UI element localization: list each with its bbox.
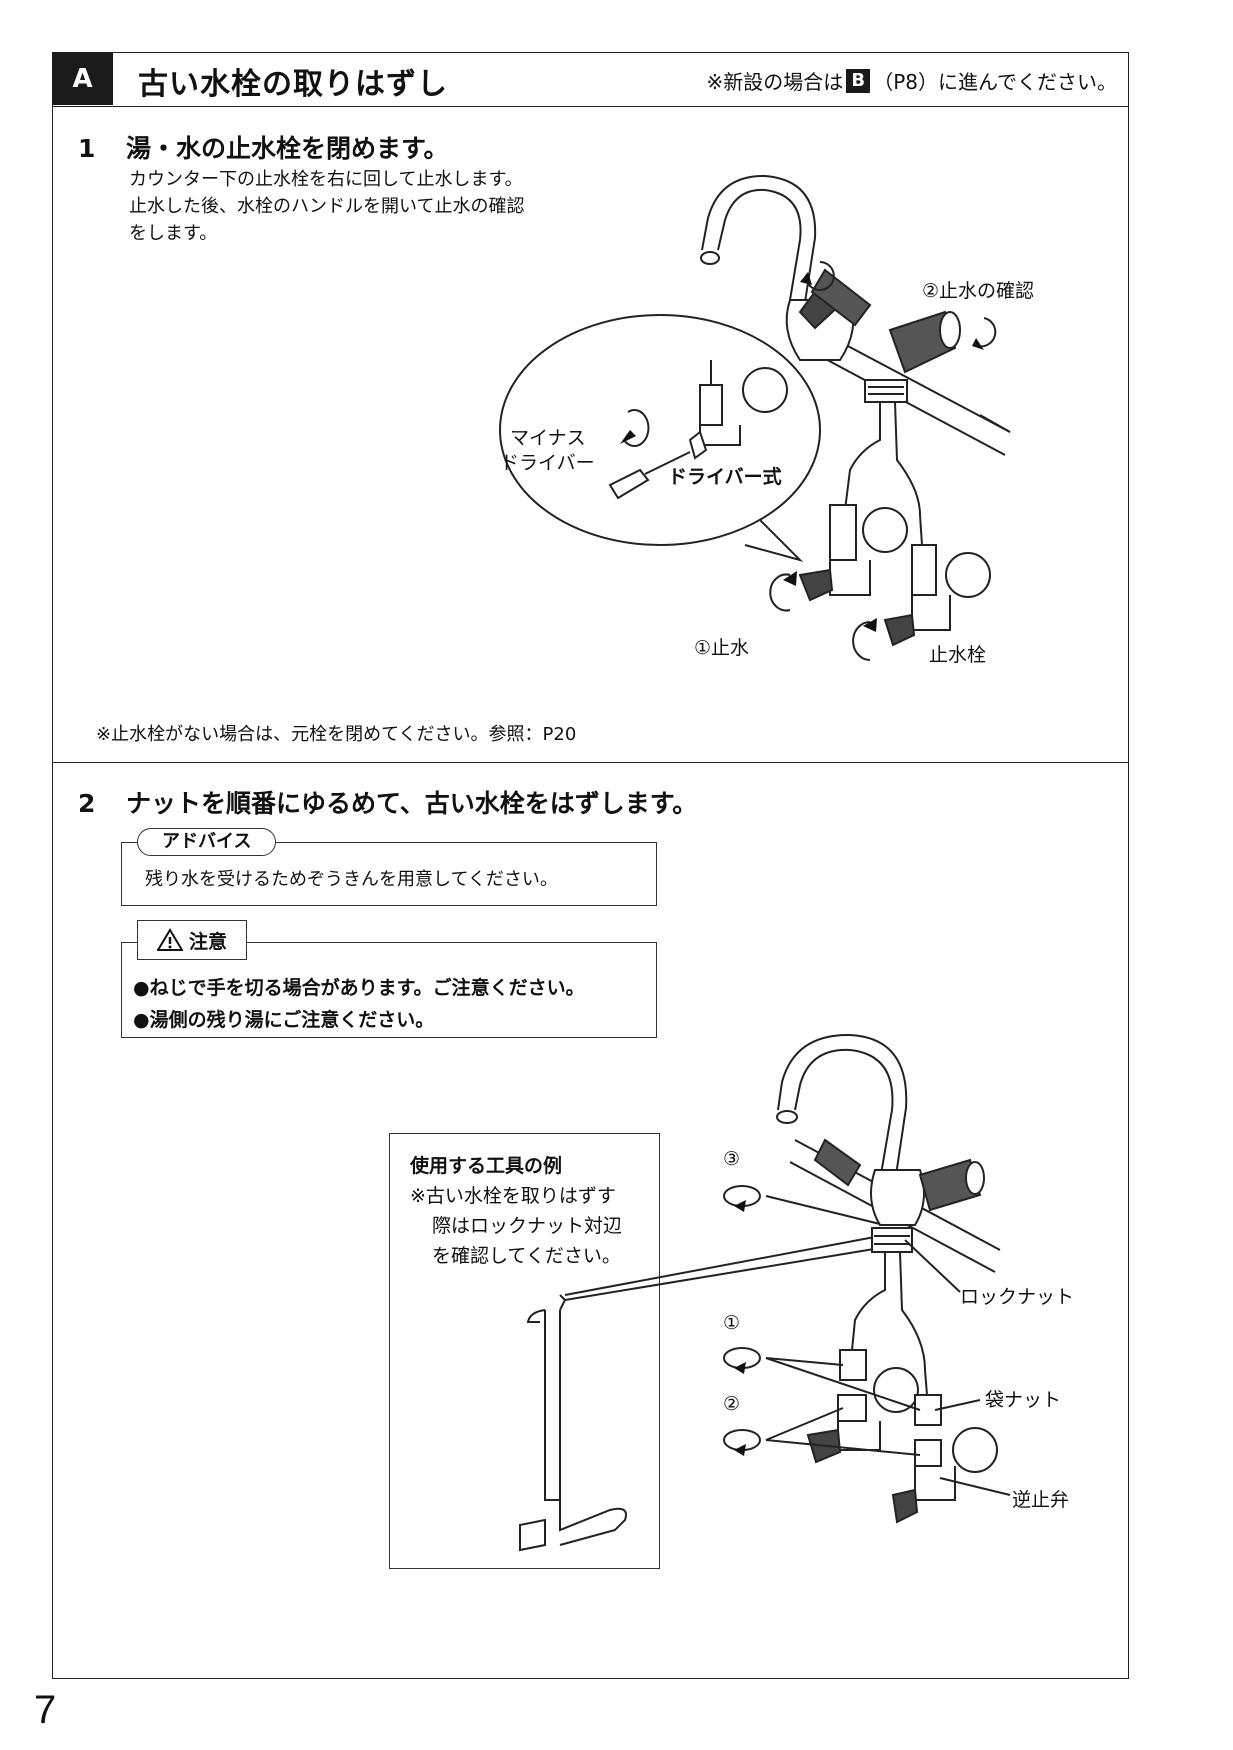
step2-title-text: ナットを順番にゆるめて、古い水栓をはずします。 (126, 789, 698, 818)
step1-body-line: をします。 (129, 223, 218, 244)
label-confirm: ②止水の確認 (922, 280, 1035, 302)
label-screwdriver-2: ドライバー (500, 452, 595, 474)
step1-body-line: カウンター下の止水栓を右に回して止水します。 (129, 169, 523, 190)
label-order-2: ② (723, 1393, 741, 1415)
tool-note-line: を確認してください。 (432, 1245, 621, 1267)
caution-item: ●ねじで手を切る場合があります。ご注意ください。 (133, 977, 585, 999)
label-order-3: ③ (723, 1148, 741, 1170)
label-order-1: ① (723, 1312, 741, 1334)
caution-item: ●湯側の残り湯にご注意ください。 (133, 1009, 435, 1031)
caution-label: 注意 (137, 920, 247, 960)
tool-example-box (389, 1133, 660, 1569)
label-screwdriver-1: マイナス (510, 427, 586, 449)
step2-number: 2 (78, 789, 96, 818)
section-title: 古い水栓の取りはずし (138, 67, 448, 102)
caution-box (121, 942, 657, 1038)
page-frame (52, 52, 1129, 1679)
section-note: ※新設の場合は B （P8）に進んでください。 (706, 66, 1117, 95)
note-badge: B (846, 68, 871, 93)
note-suffix: （P8）に進んでください。 (873, 70, 1117, 94)
page-number: 7 (34, 1688, 57, 1732)
label-lock-nut: ロックナット (960, 1286, 1075, 1308)
section-divider (52, 762, 1129, 763)
caution-label-text: 注意 (188, 930, 227, 953)
tool-note-line: 際はロックナット対辺 (432, 1215, 623, 1237)
section-badge: A (52, 52, 113, 105)
step1-title-text: 湯・水の止水栓を閉めます。 (126, 134, 449, 163)
label-bag-nut: 袋ナット (985, 1389, 1062, 1411)
label-driver-type: ドライバー式 (668, 466, 782, 488)
step1-body: カウンター下の止水栓を右に回して止水します。 止水した後、水栓のハンドルを開いて… (129, 166, 524, 247)
label-check-valve: 逆止弁 (1012, 1489, 1070, 1511)
step2-title: 2 ナットを順番にゆるめて、古い水栓をはずします。 (78, 784, 697, 820)
caution-list: ●ねじで手を切る場合があります。ご注意ください。 ●湯側の残り湯にご注意ください… (133, 972, 585, 1036)
warning-icon (156, 928, 183, 951)
tool-title: 使用する工具の例 (410, 1155, 563, 1177)
step1-title: 1 湯・水の止水栓を閉めます。 (78, 129, 449, 165)
step1-number: 1 (78, 134, 96, 163)
advice-text: 残り水を受けるためぞうきんを用意してください。 (145, 869, 558, 890)
step1-faucet-illustration (499, 174, 1011, 661)
advice-label: アドバイス (137, 828, 277, 856)
step1-footnote: ※止水栓がない場合は、元栓を閉めてください。参照：P20 (96, 724, 577, 745)
step1-body-line: 止水した後、水栓のハンドルを開いて止水の確認 (129, 196, 525, 217)
note-prefix: ※新設の場合は (706, 70, 844, 94)
tool-note: ※古い水栓を取りはずす 際はロックナット対辺 を確認してください。 (410, 1181, 622, 1271)
section-header: A 古い水栓の取りはずし ※新設の場合は B （P8）に進んでください。 (52, 52, 1129, 107)
label-stop-water: ①止水 (694, 637, 750, 659)
advice-box (121, 842, 657, 906)
label-stop-valve: 止水栓 (929, 644, 987, 666)
tool-note-line: ※古い水栓を取りはずす (410, 1185, 616, 1207)
